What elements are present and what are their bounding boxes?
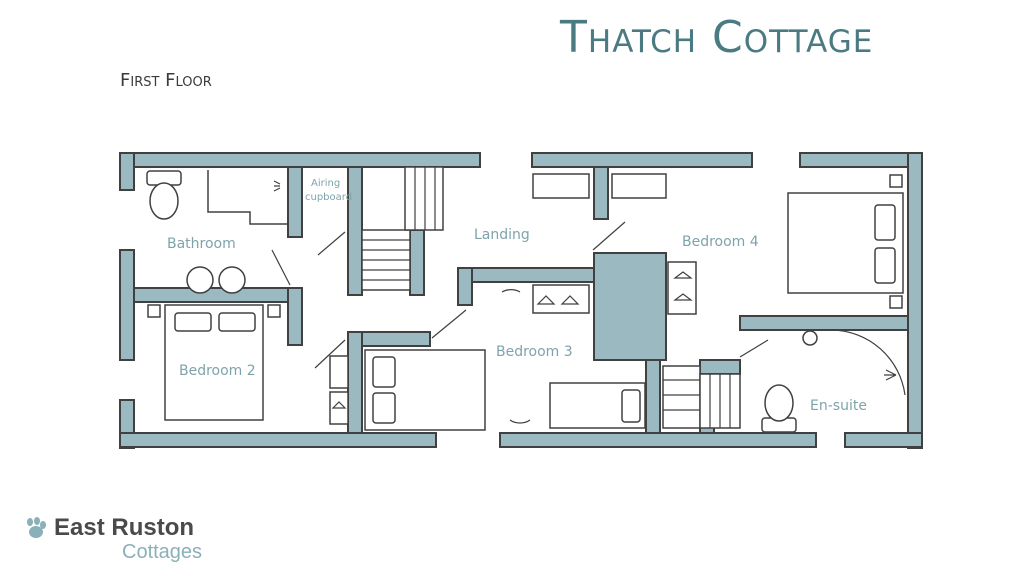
- bedside-table: [889, 174, 903, 188]
- wall: [593, 166, 609, 220]
- room-label-airing-1: Airing: [311, 178, 340, 189]
- door: [431, 309, 467, 339]
- room-label-bathroom: Bathroom: [167, 236, 236, 252]
- room-label-airing-2: cupboard: [305, 192, 352, 203]
- wall: [119, 249, 135, 361]
- room-label-ensuite: En-suite: [810, 398, 867, 414]
- wall: [347, 331, 363, 434]
- hanger-icon: [560, 295, 580, 305]
- basin-icon: [218, 266, 246, 294]
- wall: [457, 267, 473, 306]
- brand-subtitle: Cottages: [122, 541, 203, 563]
- wall: [347, 166, 363, 296]
- wall: [287, 166, 303, 238]
- shower-icon: [273, 180, 281, 192]
- door: [501, 289, 521, 293]
- wall: [699, 359, 741, 375]
- shower-enclosure: [207, 170, 288, 225]
- bed-pillow: [218, 312, 256, 332]
- door: [271, 249, 291, 286]
- room-label-landing: Landing: [474, 227, 530, 243]
- staircase: [662, 365, 701, 429]
- wall: [593, 252, 667, 361]
- hanger-icon: [331, 401, 347, 409]
- toilet-icon: [764, 384, 794, 422]
- door: [314, 339, 346, 369]
- room-label-bedroom-4: Bedroom 4: [682, 234, 759, 250]
- brand-logo: East Ruston Cottages: [24, 516, 202, 562]
- wall: [133, 287, 303, 303]
- wall: [499, 432, 817, 448]
- wardrobe: [329, 355, 349, 389]
- wall: [799, 152, 923, 168]
- bed-pillow: [621, 389, 641, 423]
- wall: [409, 229, 425, 296]
- bed-pillow: [874, 247, 896, 284]
- wall: [844, 432, 923, 448]
- wardrobe: [667, 261, 697, 315]
- door: [739, 339, 769, 358]
- room-label-bedroom-3: Bedroom 3: [496, 344, 573, 360]
- wall: [119, 152, 481, 168]
- page-title: Thatch Cottage: [560, 12, 874, 63]
- wall: [119, 432, 437, 448]
- wall: [287, 287, 303, 346]
- bed-pillow: [372, 392, 396, 424]
- bed-pillow: [874, 204, 896, 241]
- floor-label: First Floor: [120, 70, 212, 91]
- wall: [645, 359, 661, 434]
- staircase: [404, 166, 444, 231]
- bed-pillow: [372, 356, 396, 388]
- shower-icon: [884, 369, 897, 381]
- wall: [531, 152, 753, 168]
- bedside-table: [267, 304, 281, 318]
- brand-name: East Ruston: [54, 514, 195, 541]
- toilet-icon: [149, 182, 179, 220]
- hanger-icon: [673, 271, 693, 279]
- door: [509, 419, 531, 424]
- wall: [119, 152, 135, 191]
- wall: [739, 315, 909, 331]
- basin-icon: [802, 330, 818, 346]
- basin-icon: [186, 266, 214, 294]
- wardrobe: [532, 284, 590, 314]
- hanger-icon: [673, 293, 693, 301]
- wall: [907, 152, 923, 449]
- paw-icon: [27, 517, 46, 538]
- bedside-table: [147, 304, 161, 318]
- hanger-icon: [536, 295, 556, 305]
- cabinet: [611, 173, 667, 199]
- door: [592, 221, 626, 251]
- door: [831, 329, 906, 396]
- bedside-table: [889, 295, 903, 309]
- cabinet: [532, 173, 590, 199]
- room-label-bedroom-2: Bedroom 2: [179, 363, 256, 379]
- door: [317, 231, 346, 256]
- bed-pillow: [174, 312, 212, 332]
